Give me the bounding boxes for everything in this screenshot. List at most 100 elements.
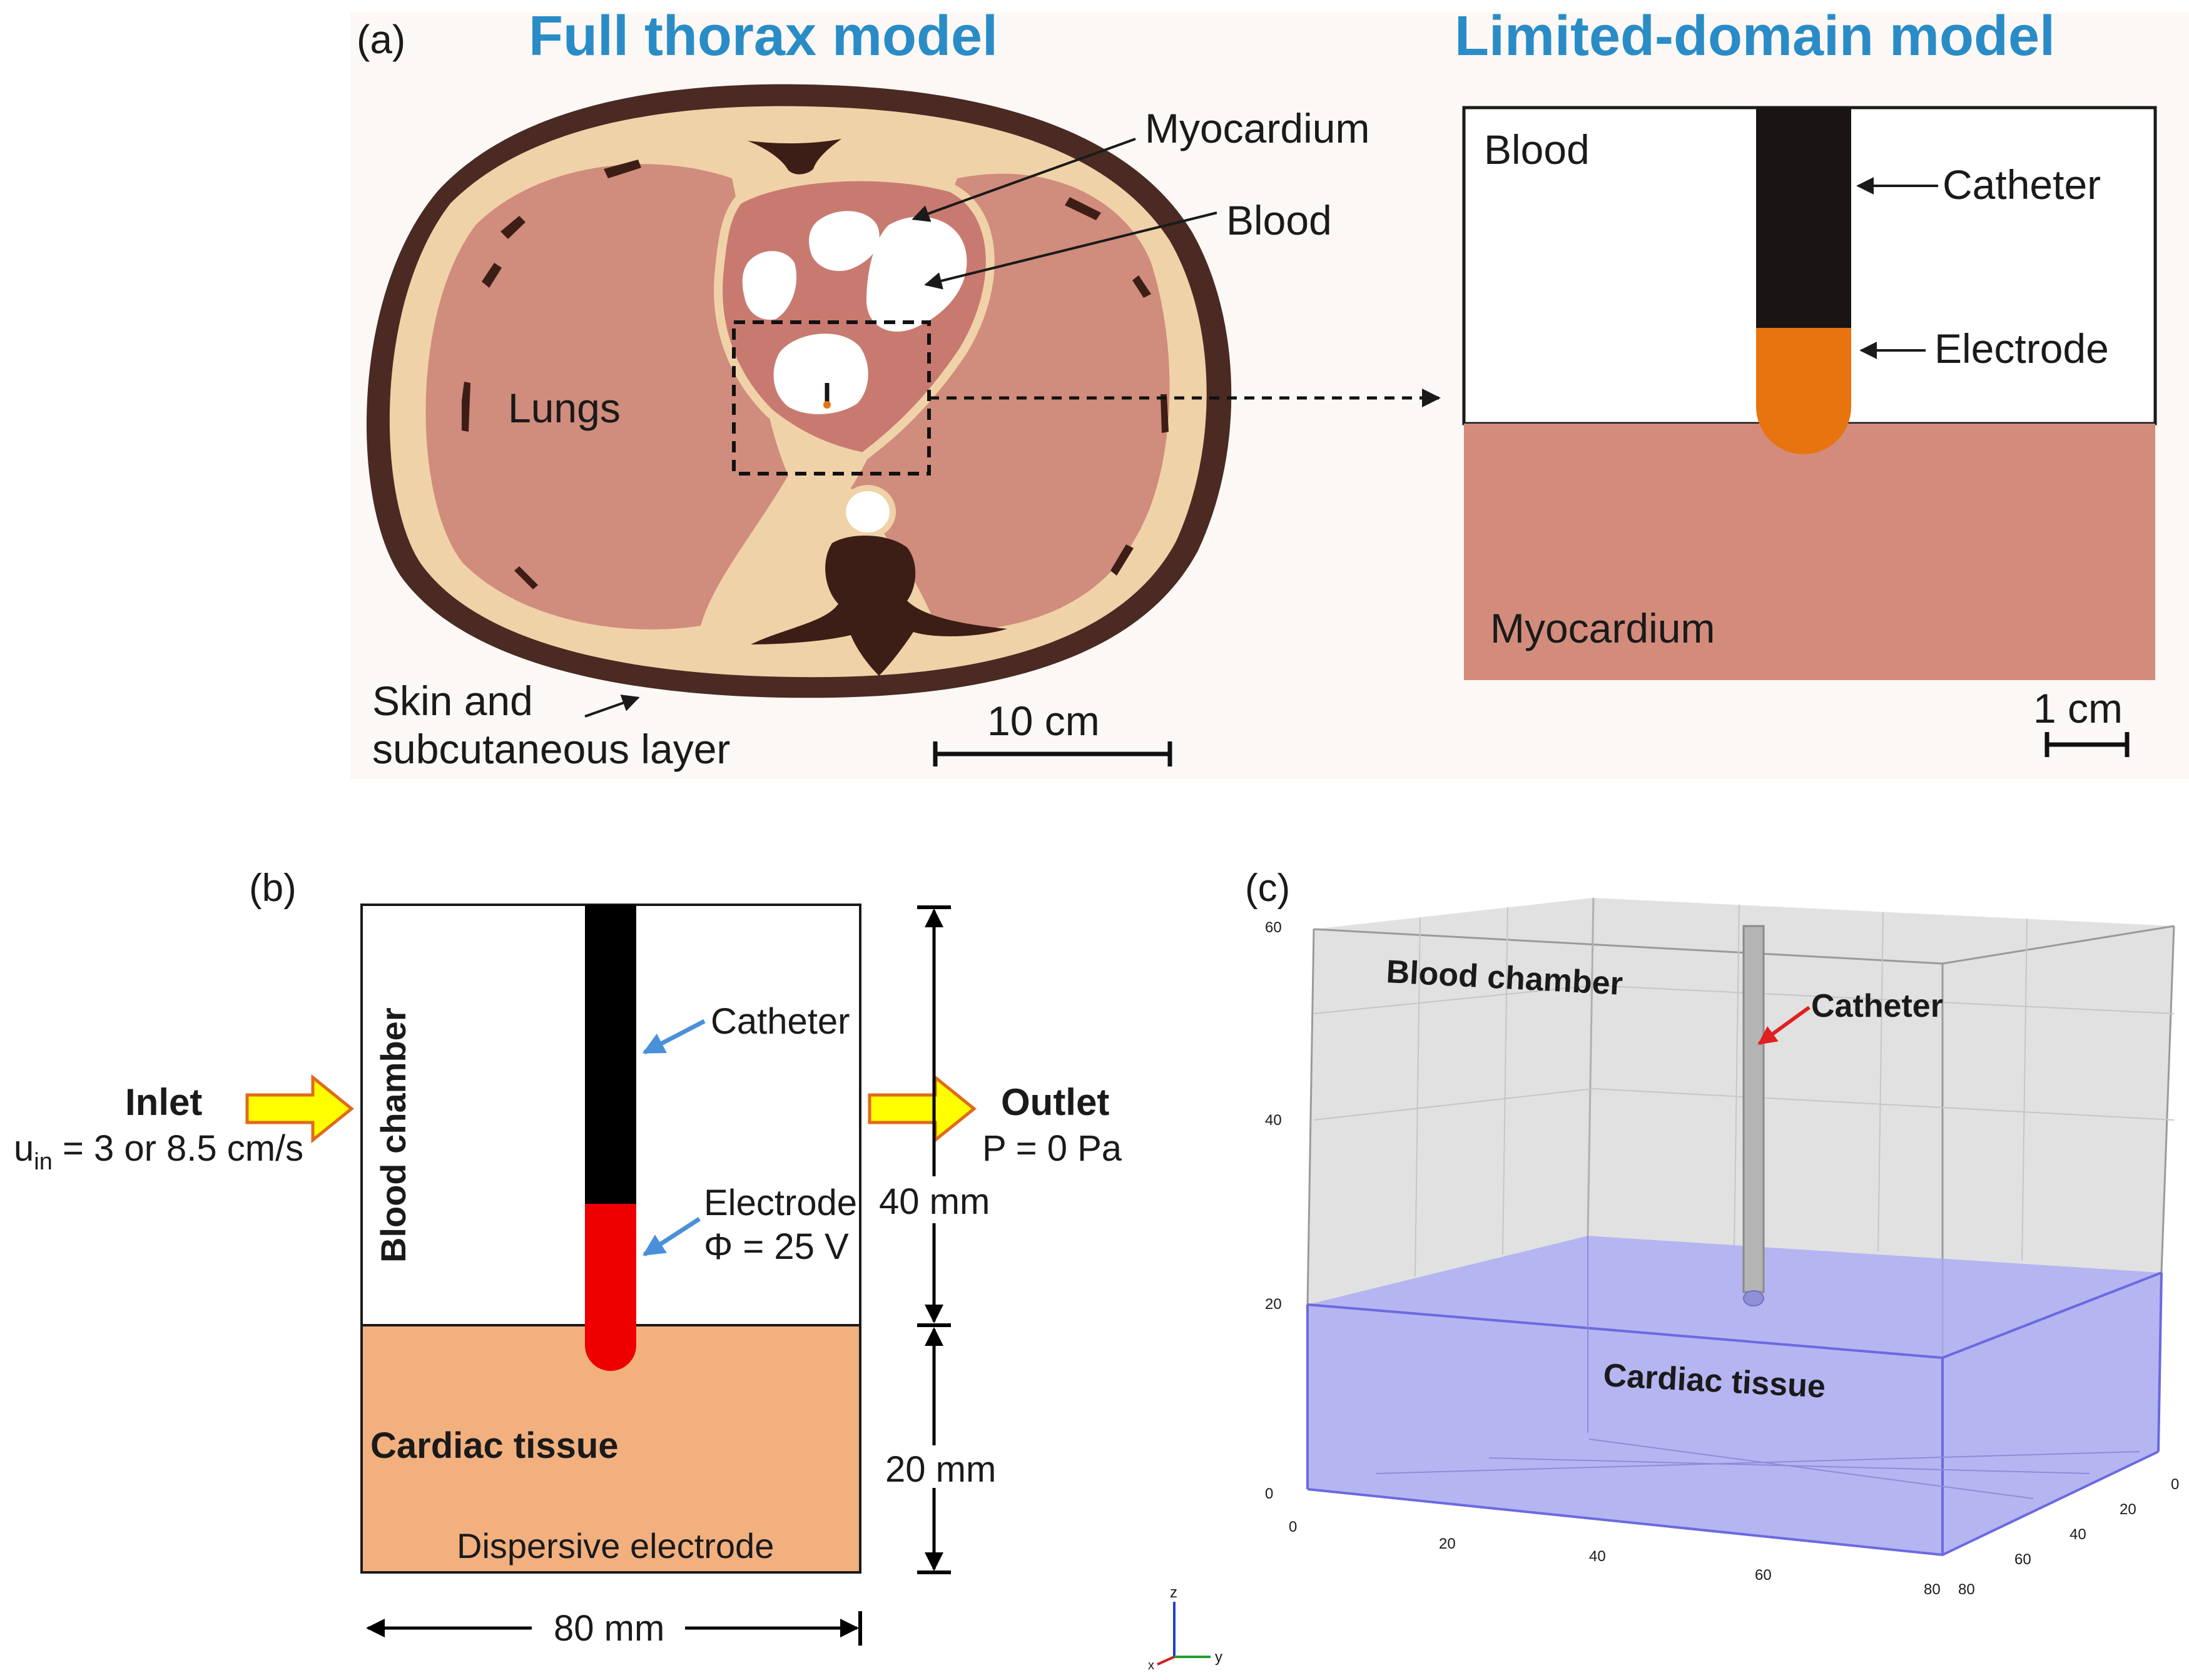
b-outlet-title: Outlet <box>1001 1081 1109 1123</box>
thorax-electrode <box>823 401 831 409</box>
b-electrode-pointer <box>642 1217 701 1256</box>
limited-domain-title: Limited-domain model <box>1455 5 2055 68</box>
zoom-label-blood: Blood <box>1484 126 1590 173</box>
thorax-cross-section <box>366 84 1441 698</box>
panel-c: (c) <box>1245 867 2179 1598</box>
rib-7 <box>1161 394 1169 433</box>
c-z-tick-0: 0 <box>1265 1485 1273 1502</box>
c-x-tick-80: 80 <box>1924 1581 1941 1598</box>
c-y-tick-40: 40 <box>2070 1526 2086 1543</box>
panel-a: (a) Full thorax model Limited-domain mod… <box>350 5 2189 779</box>
b-catheter-label: Catheter <box>711 1001 850 1042</box>
rib-9 <box>514 566 538 589</box>
c-catheter <box>1742 925 1765 1293</box>
b-dim-80mm: 80 mm <box>554 1608 664 1649</box>
triad-z: z <box>1170 1584 1177 1601</box>
full-thorax-title: Full thorax model <box>529 5 998 68</box>
label-lungs: Lungs <box>508 385 621 431</box>
c-y-axis-ticks: 0 20 40 60 80 <box>1958 1476 2179 1598</box>
blood-chamber-3 <box>866 216 967 332</box>
c-electrode <box>1743 1290 1764 1306</box>
c-z-tick-40: 40 <box>1265 1112 1282 1129</box>
label-skin-line2: subcutaneous layer <box>372 726 730 772</box>
zoom-label-catheter: Catheter <box>1943 161 2101 208</box>
b-inlet-arrow <box>245 1074 354 1144</box>
rib-6 <box>1132 275 1151 298</box>
c-cardiac-tissue-volume <box>1308 1236 2161 1555</box>
c-y-tick-0: 0 <box>2171 1476 2179 1493</box>
rib-8 <box>1110 544 1134 576</box>
c-x-tick-60: 60 <box>1755 1567 1772 1584</box>
c-3d-box <box>1306 897 2175 1557</box>
panel-a-label: (a) <box>357 17 405 62</box>
b-blood-chamber-label: Blood chamber <box>373 1007 413 1263</box>
c-z-tick-60: 60 <box>1265 919 1282 936</box>
rib-3 <box>482 263 502 288</box>
rib-2 <box>500 216 526 239</box>
panel-b-label: (b) <box>249 867 297 910</box>
rib-1 <box>604 160 641 178</box>
b-catheter <box>585 905 636 1204</box>
blood-chamber-1 <box>742 251 797 320</box>
c-y-tick-20: 20 <box>2120 1501 2136 1518</box>
scale-bar-1cm <box>2044 732 2130 757</box>
label-skin-line1: Skin and <box>372 678 533 724</box>
label-myocardium: Myocardium <box>1145 105 1369 151</box>
b-cardiac-tissue-label: Cardiac tissue <box>370 1425 619 1466</box>
rib-5 <box>1065 197 1101 220</box>
skin-pointer <box>584 695 640 718</box>
blood-chamber-4 <box>773 333 868 414</box>
scale-bar-1cm-label: 1 cm <box>2033 685 2123 731</box>
c-z-axis-ticks: 60 40 20 0 <box>1265 919 1282 1502</box>
c-x-axis-ticks: 0 20 40 60 80 <box>1289 1519 1941 1598</box>
b-phi-label: Φ = 25 V <box>704 1226 849 1267</box>
sternum <box>748 139 841 175</box>
b-catheter-pointer <box>642 1019 706 1055</box>
zoom-catheter <box>1756 108 1851 328</box>
b-electrode-label: Electrode <box>704 1183 857 1223</box>
b-outlet-arrow <box>868 1074 977 1144</box>
zoom-label-electrode: Electrode <box>1934 325 2109 372</box>
c-y-tick-80: 80 <box>1958 1581 1975 1598</box>
b-dispersive-label: Dispersive electrode <box>457 1526 774 1565</box>
c-x-tick-20: 20 <box>1439 1535 1456 1552</box>
c-y-tick-60: 60 <box>2014 1551 2031 1568</box>
b-dimension-horizontal <box>366 1611 862 1646</box>
triad-y: y <box>1215 1649 1222 1666</box>
b-dimension-vertical <box>917 905 951 1574</box>
limited-domain-diagram: Blood Catheter Electrode Myocardium 1 cm <box>1462 106 2157 757</box>
blood-chamber-2 <box>809 211 880 272</box>
lung-left <box>425 164 788 629</box>
c-x-tick-0: 0 <box>1289 1519 1297 1535</box>
triad-x: x <box>1148 1659 1154 1672</box>
b-inlet-formula: uin = 3 or 8.5 cm/s <box>14 1128 303 1175</box>
b-outlet-value: P = 0 Pa <box>982 1128 1122 1169</box>
scale-bar-10cm-label: 10 cm <box>987 698 1100 744</box>
b-dim-40mm: 40 mm <box>879 1181 990 1222</box>
b-inlet-title: Inlet <box>125 1081 202 1123</box>
c-catheter-label: Catheter <box>1811 988 1943 1024</box>
aorta <box>846 491 890 532</box>
panel-c-label: (c) <box>1245 867 1290 910</box>
rib-4 <box>462 382 470 432</box>
b-dim-20mm: 20 mm <box>885 1449 996 1490</box>
spine <box>751 535 1007 676</box>
panel-b: (b) Blood chamber Catheter Electrode Φ =… <box>14 867 1222 1672</box>
axis-triad: z y x <box>1148 1584 1222 1672</box>
c-x-tick-40: 40 <box>1589 1548 1606 1565</box>
c-catheter-pointer <box>1757 1005 1811 1046</box>
zoom-label-myocardium: Myocardium <box>1490 605 1715 651</box>
c-z-tick-20: 20 <box>1265 1296 1282 1313</box>
b-inlet-value: = 3 or 8.5 cm/s <box>53 1128 303 1169</box>
blood-pointer <box>924 211 1217 290</box>
heart-inner-fat <box>714 172 995 462</box>
myocardium-pointer <box>912 138 1136 222</box>
label-blood: Blood <box>1226 197 1332 243</box>
b-inlet-sub: in <box>34 1149 53 1175</box>
scale-bar-10cm <box>933 741 1172 766</box>
zoom-myocardium-region <box>1464 424 2155 680</box>
zoom-electrode <box>1756 328 1851 454</box>
b-electrode <box>585 1204 636 1371</box>
b-inlet-u: u <box>14 1128 34 1169</box>
c-blood-chamber-volume <box>1308 898 2174 1305</box>
